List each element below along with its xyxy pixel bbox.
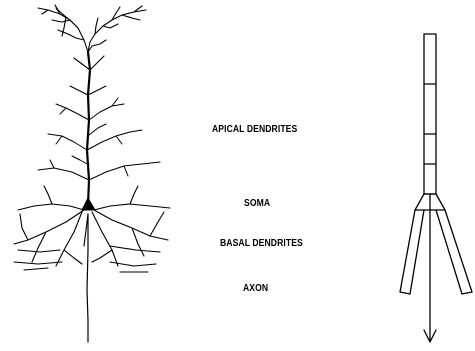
label-soma: SOMA [244,198,270,209]
label-apical-dendrites: APICAL DENDRITES [212,124,297,135]
label-basal-dendrites: BASAL DENDRITES [220,238,303,249]
apical-cable [424,34,436,194]
label-axon: AXON [243,283,268,294]
basal-branch-left [400,210,424,294]
basal-branch-right [436,210,472,294]
